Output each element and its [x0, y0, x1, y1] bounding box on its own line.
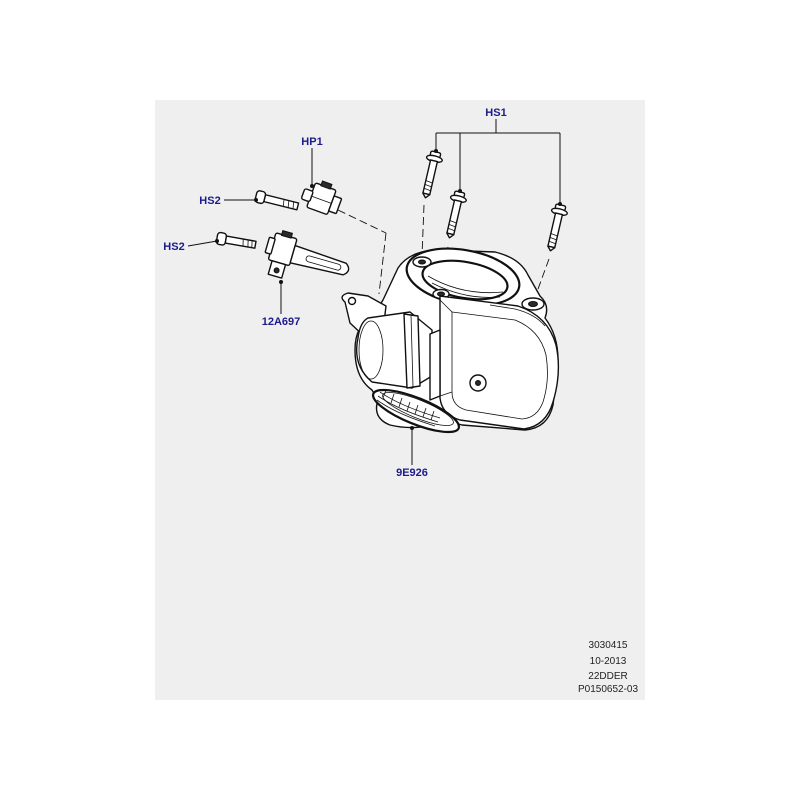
gear-cover-edge: [439, 299, 453, 313]
dash-sensor-top-a: [337, 209, 387, 234]
bolt-hs1-left: [422, 150, 443, 199]
reference-line-1: 3030415: [589, 640, 628, 651]
callout-hs2-upper: HS2: [199, 195, 220, 207]
reference-block: 3030415 10-2013 22DDER P0150652-03: [578, 640, 638, 695]
bolt-hs1-right: [547, 203, 568, 252]
gear-cover-ridge: [489, 304, 546, 327]
throttle-body: [341, 247, 560, 434]
screw-hs2-upper: [254, 190, 300, 211]
boss-middle-hole: [437, 291, 445, 297]
outlet-ribs: [376, 389, 441, 427]
gear-cover-face: [451, 311, 548, 420]
sensor-hp1: [301, 180, 343, 215]
callout-hs2-lower: HS2: [163, 241, 184, 253]
motor-band-line: [410, 314, 414, 388]
callout-hp1: HP1: [301, 136, 322, 148]
gear-cover-edge-2: [439, 391, 453, 397]
motor-end-cap: [358, 320, 384, 380]
callout-hs1: HS1: [485, 107, 506, 119]
reference-line-4: P0150652-03: [578, 684, 638, 695]
reference-line-2: 10-2013: [590, 656, 627, 667]
bore-shading: [427, 275, 504, 293]
dash-bolt-left: [421, 204, 425, 257]
outlet-inner: [382, 392, 454, 426]
motor-housing: [355, 311, 433, 389]
reference-line-3: 22DDER: [588, 671, 627, 682]
bore-shading-2: [431, 282, 501, 298]
gear-cover-boss-center: [475, 380, 481, 386]
callout-9e926: 9E926: [396, 467, 428, 479]
leader-lines: [187, 119, 562, 465]
mounting-ear-hole: [347, 296, 357, 306]
boss-left-hole: [418, 259, 426, 265]
sensor-12a697: [264, 229, 350, 279]
boss-right-hole: [528, 301, 538, 307]
bolt-hs1-middle: [446, 190, 467, 239]
dash-sensor-top-b: [378, 232, 387, 295]
callout-12a697: 12A697: [262, 316, 301, 328]
screw-hs2-lower: [215, 231, 257, 249]
side-strip: [429, 329, 441, 401]
